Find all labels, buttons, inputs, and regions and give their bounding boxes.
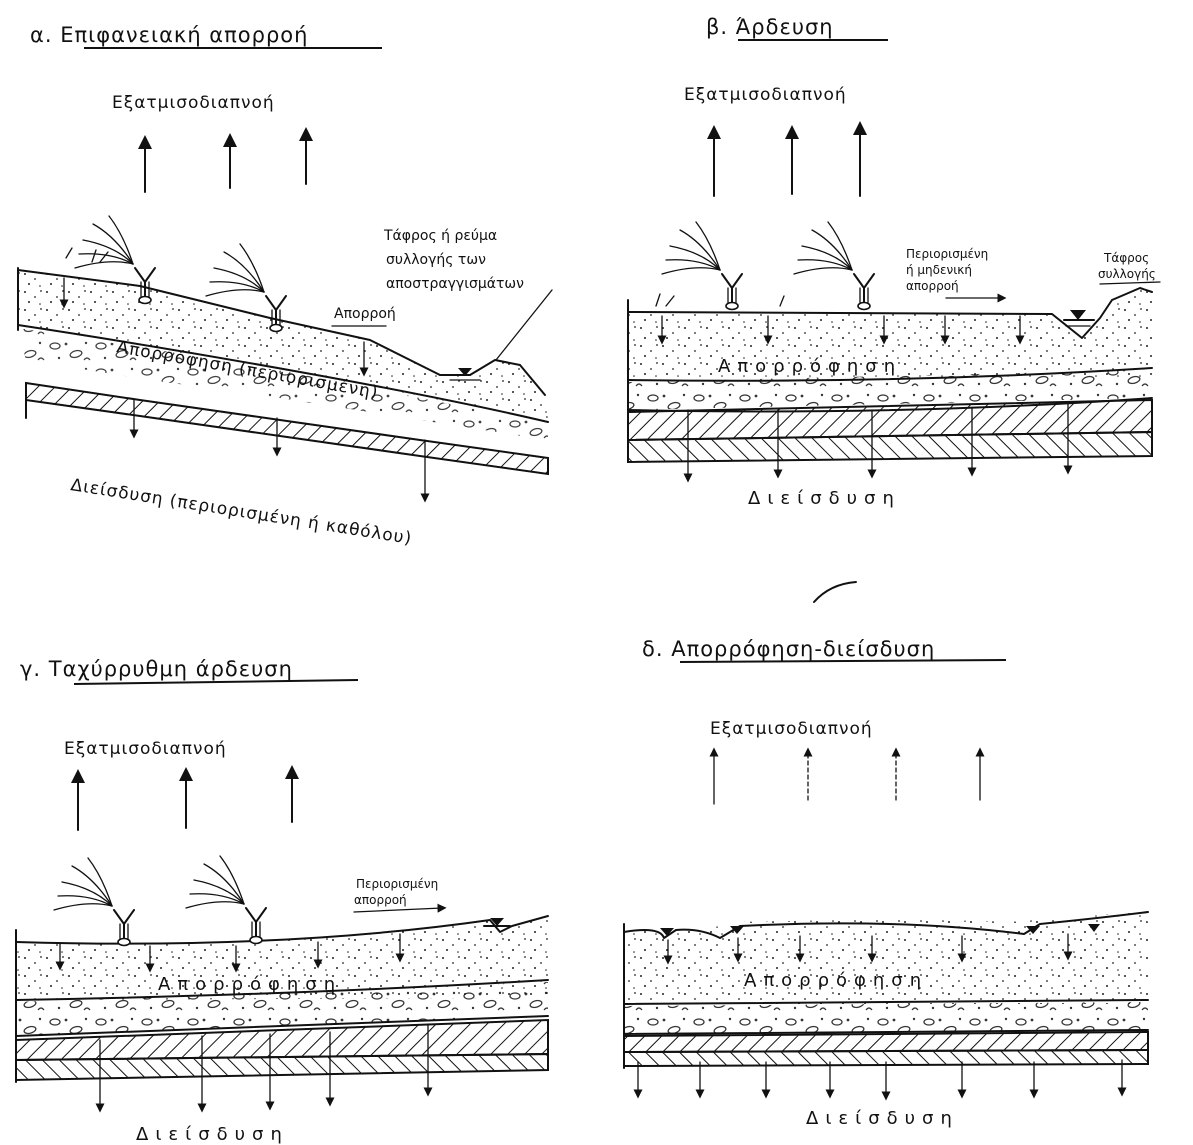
panel-c-evap-label: Εξατμισοδιαπνοή	[64, 739, 227, 759]
panel-b-runoff-line3: απορροή	[906, 279, 959, 293]
panel-b-title: β. Άρδευση	[706, 15, 834, 39]
panel-b-runoff-line2: ή μηδενική	[906, 263, 972, 277]
panel-d-title: δ. Απορρόφηση-διείσδυση	[642, 637, 935, 661]
stray-mark	[814, 582, 856, 602]
panel-b-absorb-label: Απορρόφηση	[718, 356, 902, 377]
panel-a-runoff-label: Απορροή	[334, 306, 396, 322]
panel-c: γ. Ταχύρρυθμη άρδευση Εξατμισοδιαπνοή	[16, 657, 548, 1145]
panel-b: β. Άρδευση Εξατμισοδιαπνοή	[628, 15, 1160, 509]
panel-b-evap-label: Εξατμισοδιαπνοή	[684, 85, 847, 105]
panel-a-ditch-line1: Τάφρος ή ρεύμα	[383, 228, 497, 244]
panel-a: α. Επιφανειακή απορροή Εξατμισοδιαπνοή	[18, 23, 552, 549]
panel-d-evap-label: Εξατμισοδιαπνοή	[710, 719, 873, 739]
panel-b-infil-label: Διείσδυση	[748, 488, 901, 509]
panel-d-infil-label: Διείσδυση	[806, 1108, 959, 1129]
panel-c-runoff-line2: απορροή	[354, 893, 407, 907]
panel-b-ditch-line2: συλλογής	[1098, 267, 1156, 281]
panel-d-evap-arrows	[714, 752, 980, 804]
panel-d: δ. Απορρόφηση-διείσδυση Εξατμισοδιαπνοή	[624, 637, 1148, 1129]
panel-b-runoff-line1: Περιορισμένη	[906, 247, 988, 261]
panel-a-title: α. Επιφανειακή απορροή	[30, 23, 308, 47]
panel-c-title: γ. Ταχύρρυθμη άρδευση	[20, 657, 293, 681]
panel-a-ditch-line3: αποστραγγισμάτων	[386, 276, 524, 292]
panel-c-absorb-label: Απορρόφηση	[158, 974, 342, 995]
panel-a-evap-label: Εξατμισοδιαπνοή	[112, 93, 275, 113]
panel-c-runoff-line1: Περιορισμένη	[356, 877, 438, 891]
panel-a-ditch-line2: συλλογής των	[386, 252, 486, 268]
panel-d-absorb-label: Απορρόφηση	[744, 970, 928, 991]
panel-c-evap-arrows	[78, 772, 292, 830]
panel-a-evap-arrows	[145, 134, 306, 192]
panel-b-ditch-line1: Τάφρος	[1103, 251, 1149, 265]
panel-c-infil-label: Διείσδυση	[136, 1124, 289, 1145]
panel-a-infil-label: Διείσδυση (περιορισμένη ή καθόλου)	[69, 475, 413, 549]
panel-b-evap-arrows	[714, 128, 860, 196]
